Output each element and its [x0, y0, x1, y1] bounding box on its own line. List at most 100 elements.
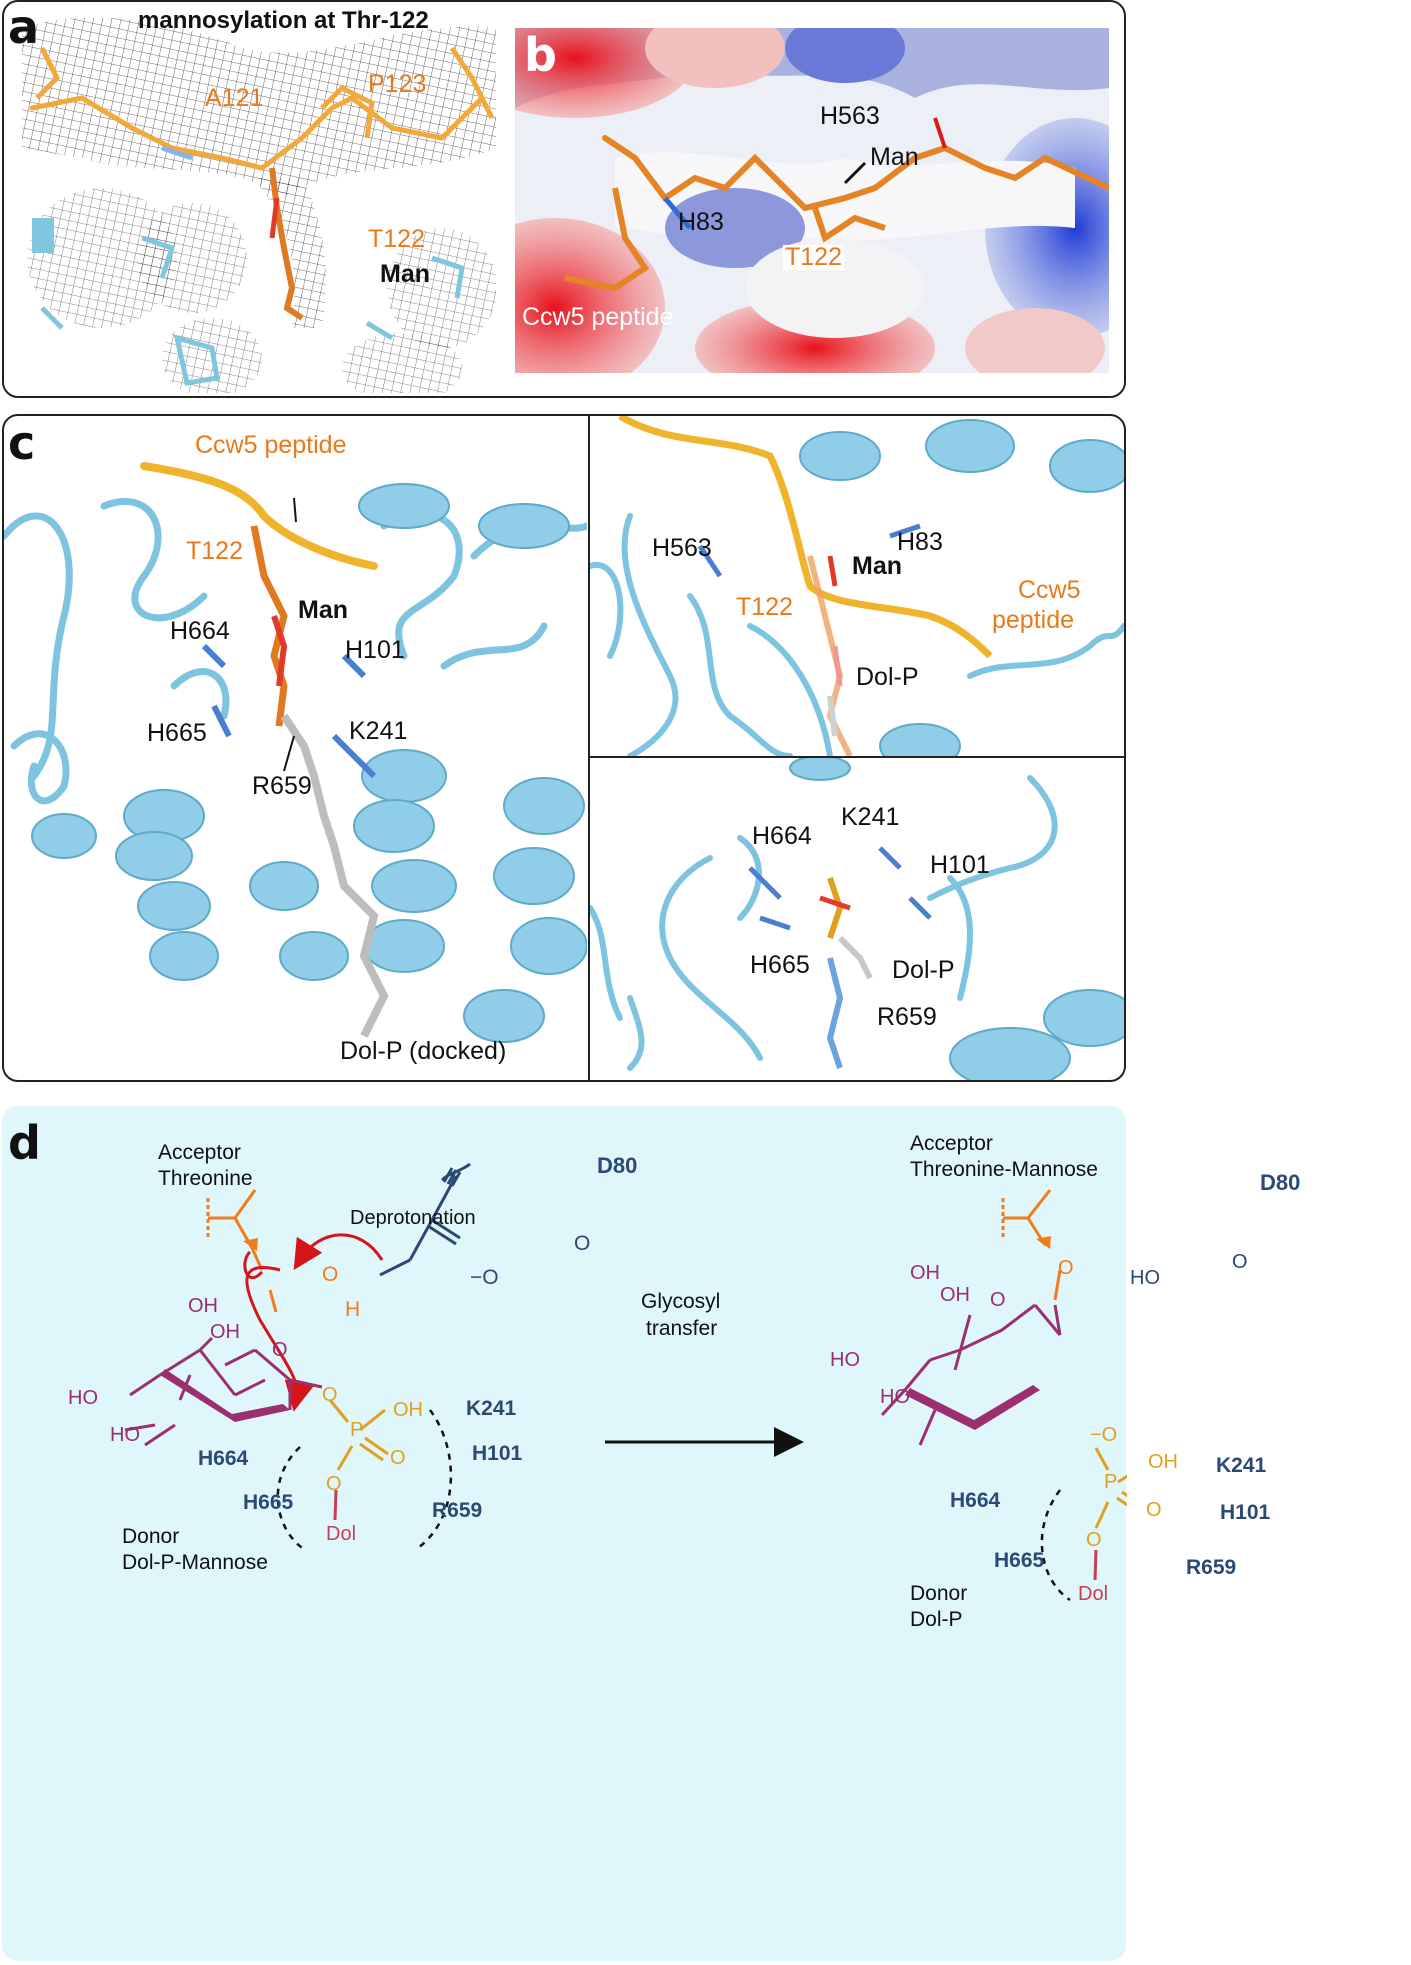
- label-ho2-right: HO: [880, 1386, 910, 1408]
- label-ring-o-left: O: [272, 1339, 288, 1361]
- panel-b-svg: [515, 28, 1109, 373]
- label-a121: A121: [205, 84, 264, 112]
- label-o-thr-left: O: [322, 1263, 339, 1286]
- label-o-lower-right: O: [1086, 1529, 1102, 1551]
- label-ccw5-b: Ccw5 peptide: [522, 303, 674, 331]
- label-h101-d-right: H101: [1220, 1501, 1271, 1524]
- panel-c-bottomright-image: [590, 758, 1124, 1080]
- label-p-o-left: O: [390, 1447, 406, 1469]
- label-h83-b: H83: [678, 208, 724, 236]
- label-r659-c: R659: [252, 772, 312, 800]
- label-p-left: P: [350, 1419, 364, 1441]
- panel-b-letter: b: [524, 28, 557, 82]
- panel-c-letter: c: [8, 416, 36, 470]
- label-acceptor-right-1: Acceptor: [910, 1132, 993, 1155]
- label-ho1-left: HO: [68, 1387, 98, 1409]
- label-o-lower-left: O: [326, 1473, 342, 1495]
- label-p123: P123: [368, 70, 427, 98]
- label-h101-d-left: H101: [472, 1442, 523, 1465]
- panel-a-svg: [22, 8, 496, 393]
- label-h101-c3: H101: [930, 851, 990, 879]
- label-h101-c: H101: [345, 636, 405, 664]
- label-man-b: Man: [870, 143, 919, 171]
- label-h665-c3: H665: [750, 951, 810, 979]
- label-acceptor-left-1: Acceptor: [158, 1141, 241, 1164]
- panel-c-main-svg: [4, 462, 587, 1043]
- label-r659-d-left: R659: [432, 1499, 483, 1522]
- label-t122-c: T122: [186, 537, 243, 565]
- label-deprotonation: Deprotonation: [350, 1207, 476, 1229]
- panel-a-title: mannosylation at Thr-122: [138, 7, 429, 34]
- panel-a-structure-image: [22, 8, 496, 393]
- panel-a-letter: a: [8, 0, 40, 54]
- label-p-o-right: O: [1146, 1499, 1162, 1521]
- label-k241-c3: K241: [841, 803, 900, 831]
- label-h563-c: H563: [652, 534, 712, 562]
- label-man-c2: Man: [852, 552, 902, 580]
- label-o-link-left: O: [322, 1384, 338, 1406]
- label-donor-right-2: Dol-P: [910, 1608, 963, 1631]
- label-h664-d-right: H664: [950, 1489, 1001, 1512]
- label-t122: T122: [368, 225, 425, 253]
- label-t122-b: T122: [783, 243, 844, 271]
- label-p-right: P: [1104, 1471, 1118, 1493]
- label-donor-left-2: Dol-P-Mannose: [122, 1551, 268, 1574]
- label-p-oh-left: OH: [393, 1399, 423, 1421]
- label-dolp-docked: Dol-P (docked): [340, 1037, 507, 1065]
- label-h83-c: H83: [897, 528, 943, 556]
- panel-c-horizontal-divider: [590, 756, 1124, 758]
- label-transfer: transfer: [646, 1317, 718, 1340]
- panel-c-topright-image: [590, 416, 1124, 756]
- label-h664-c: H664: [170, 617, 230, 645]
- label-oh1-right: OH: [910, 1262, 940, 1284]
- label-h563-b: H563: [820, 102, 880, 130]
- label-k241-c: K241: [349, 717, 408, 745]
- label-ccw5-c2-line2: peptide: [992, 606, 1075, 634]
- label-oh1-left: OH: [188, 1295, 218, 1317]
- label-dolp-c2: Dol-P: [856, 663, 919, 691]
- label-o-minus-left: −O: [470, 1266, 499, 1289]
- label-t122-c2: T122: [736, 593, 793, 621]
- label-p-oh-right: OH: [1148, 1451, 1178, 1473]
- label-h665-d-left: H665: [243, 1491, 294, 1514]
- label-h665-c: H665: [147, 719, 207, 747]
- label-donor-right-1: Donor: [910, 1582, 968, 1605]
- label-ring-o-right: O: [990, 1289, 1006, 1311]
- label-o-acid-right: O: [1232, 1251, 1248, 1273]
- label-r659-c3: R659: [877, 1003, 937, 1031]
- label-dol-left: Dol: [326, 1523, 357, 1545]
- panel-c-bottomright-svg: [590, 758, 1124, 1080]
- label-o-link-right: O: [1058, 1257, 1074, 1279]
- label-k241-d-right: K241: [1216, 1454, 1267, 1477]
- panel-d-scheme-svg: [124, 1162, 1127, 1602]
- panel-d-frame: [2, 1106, 1126, 1961]
- panel-c-topright-svg: [590, 416, 1124, 756]
- label-oh2-right: OH: [940, 1284, 970, 1306]
- label-o-minus-right: −O: [1090, 1424, 1118, 1446]
- label-acceptor-left-2: Threonine: [158, 1167, 253, 1190]
- panel-c-vertical-divider: [588, 416, 590, 1080]
- label-ho2-left: HO: [110, 1424, 140, 1446]
- label-man-c: Man: [298, 596, 348, 624]
- label-dolp-c3: Dol-P: [892, 956, 955, 984]
- label-d80-right: D80: [1260, 1170, 1301, 1195]
- label-r659-d-right: R659: [1186, 1556, 1237, 1579]
- label-donor-left-1: Donor: [122, 1525, 180, 1548]
- label-h664-c3: H664: [752, 822, 812, 850]
- label-h665-d-right: H665: [994, 1549, 1045, 1572]
- label-ccw5-c: Ccw5 peptide: [195, 431, 347, 459]
- label-glycosyl: Glycosyl: [641, 1290, 721, 1313]
- label-k241-d-left: K241: [466, 1397, 517, 1420]
- panel-d-letter: d: [8, 1116, 41, 1170]
- label-o-dbl-left: O: [574, 1232, 591, 1255]
- label-acceptor-right-2: Threonine-Mannose: [910, 1158, 1098, 1181]
- label-oh2-left: OH: [210, 1321, 240, 1343]
- panel-b-surface-image: [515, 28, 1109, 373]
- label-ho1-right: HO: [830, 1349, 860, 1371]
- label-ccw5-c2-line1: Ccw5: [1018, 576, 1081, 604]
- label-man-a: Man: [380, 260, 430, 288]
- label-d80-left: D80: [597, 1153, 638, 1178]
- panel-c-main-image: [4, 416, 587, 1080]
- label-ho-acid-right: HO: [1130, 1267, 1160, 1289]
- label-dol-right: Dol: [1078, 1583, 1109, 1605]
